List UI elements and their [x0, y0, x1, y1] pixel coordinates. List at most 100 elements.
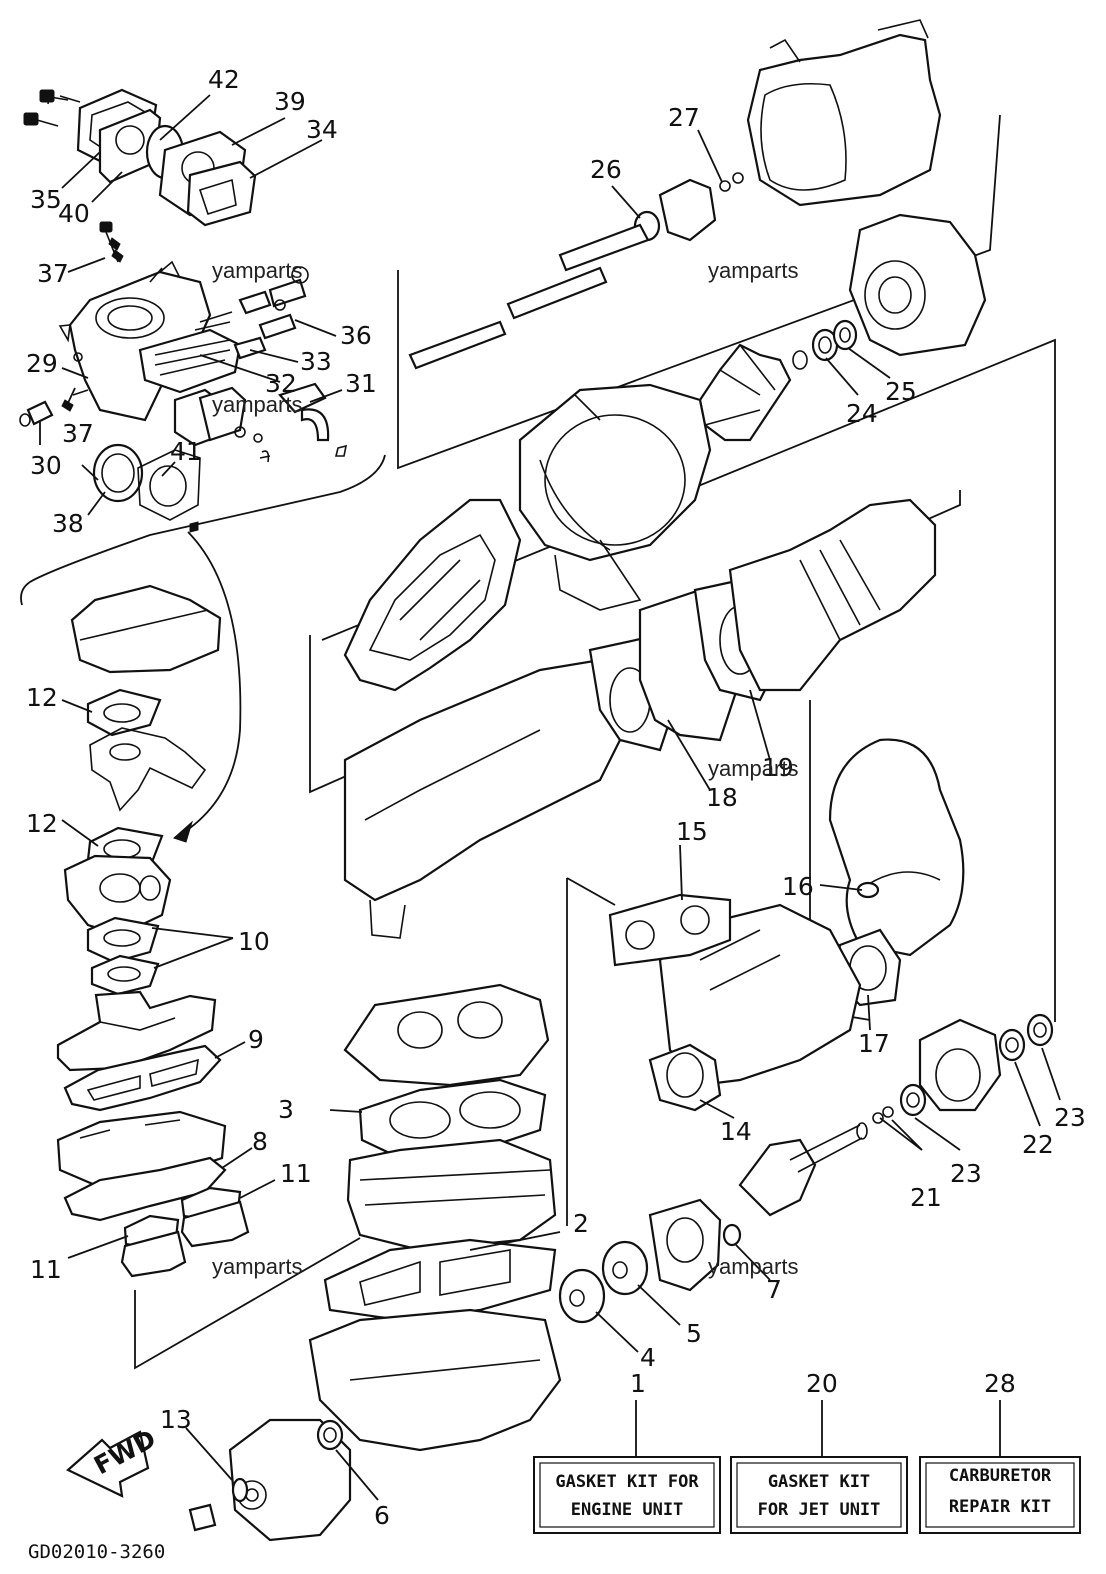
lower-left-frame: [134, 1237, 361, 1370]
flywheel-cover: [228, 1418, 352, 1542]
muffler: [343, 658, 622, 902]
callout-27: 27: [668, 103, 700, 132]
callout-4: 4: [640, 1343, 656, 1372]
callout-36: 36: [340, 321, 372, 350]
pump-housing: [518, 383, 712, 562]
watermark-4: yamparts: [708, 756, 798, 781]
callout-26: 26: [590, 155, 622, 184]
watermarks: yamparts yamparts yamparts yamparts yamp…: [212, 258, 798, 1279]
engine-kit-line2: ENGINE UNIT: [571, 1500, 684, 1520]
callout-20: 20: [806, 1369, 838, 1398]
driveshaft-right: [558, 223, 650, 272]
callout-42: 42: [208, 65, 240, 94]
engine-gasket-kit-box: GASKET KIT FOR ENGINE UNIT: [533, 1456, 721, 1534]
callout-7: 7: [766, 1275, 782, 1304]
watermark-1: yamparts: [212, 258, 302, 283]
manifold-gasket: [63, 1044, 222, 1112]
intermediate-shaft-coupler: [738, 1138, 817, 1217]
callout-10: 10: [238, 927, 270, 956]
bearing-housing-22: [918, 1018, 1002, 1112]
jet-kit-line2: FOR JET UNIT: [758, 1500, 881, 1520]
kit-boxes: GASKET KIT FOR ENGINE UNIT GASKET KIT FO…: [533, 1456, 1081, 1534]
callout-38: 38: [52, 509, 84, 538]
carburetor-leader-arrowhead: [173, 820, 193, 843]
jet-pump-group: [343, 383, 712, 692]
reed-valve-right: [180, 1200, 250, 1248]
callout-11-left: 11: [30, 1255, 62, 1284]
coupler-housing: [648, 1198, 722, 1292]
callout-5: 5: [686, 1319, 702, 1348]
callout-13: 13: [160, 1405, 192, 1434]
main-jet: [258, 313, 297, 340]
exhaust-elbow: [828, 738, 965, 957]
crankcase: [308, 1308, 562, 1452]
bolt-37-top: [99, 221, 124, 263]
intake-flange: [63, 854, 172, 937]
callout-11-right: 11: [280, 1159, 312, 1188]
diagram-code: GD02010-3260: [28, 1541, 165, 1563]
oil-seal-25: [832, 319, 858, 351]
watermark-6: yamparts: [708, 1254, 798, 1279]
callout-23-lower: 23: [950, 1159, 982, 1188]
intake-grate-housing: [343, 498, 522, 692]
callout-17: 17: [858, 1029, 890, 1058]
driveshaft-mid: [506, 266, 608, 320]
exhaust-manifold-gasket: [608, 893, 732, 967]
callout-19: 19: [762, 753, 794, 782]
engine-kit-line1: GASKET KIT FOR: [555, 1472, 699, 1492]
intake-group: [56, 584, 250, 1278]
callout-37-top: 37: [37, 259, 69, 288]
flame-arrester-cover: [70, 584, 222, 674]
callout-8: 8: [252, 1127, 268, 1156]
oil-seal-23-lower: [899, 1083, 927, 1117]
gasket-10-upper: [86, 916, 160, 964]
callout-3: 3: [278, 1095, 294, 1124]
screw-top-2: [23, 112, 59, 127]
callout-35: 35: [30, 185, 62, 214]
callout-1: 1: [630, 1369, 646, 1398]
callout-37-bottom: 37: [62, 419, 94, 448]
callout-40: 40: [58, 199, 90, 228]
callout-39: 39: [274, 87, 306, 116]
callout-33: 33: [300, 347, 332, 376]
pilot-screw: [233, 336, 267, 360]
reed-valve-gasket: [63, 1156, 227, 1222]
watermark-5: yamparts: [212, 1254, 302, 1279]
gasket-15-frame-left: [566, 877, 616, 906]
callout-12-lower: 12: [26, 809, 58, 838]
oil-seal-22: [998, 1028, 1026, 1062]
engine-group: [188, 983, 1054, 1542]
jet-gasket-kit-box: GASKET KIT FOR JET UNIT: [730, 1456, 908, 1534]
jet-driveshaft-group: [408, 19, 987, 442]
callout-41: 41: [170, 437, 202, 466]
callout-30: 30: [30, 451, 62, 480]
intake-manifold: [56, 990, 217, 1072]
coupling-4: [558, 1268, 606, 1324]
o-ring-7: [722, 1223, 742, 1247]
exhaust-group: [343, 498, 965, 1112]
carburetor-repair-kit-box: CARBURETOR REPAIR KIT: [919, 1456, 1081, 1534]
callout-numbers: 42 39 34 35 40 37 36 33 32 31 29 37 30 4…: [26, 65, 1086, 1530]
jet-nozzle-housing: [746, 33, 942, 207]
callout-12-upper: 12: [26, 683, 58, 712]
carb-kit-line1: CARBURETOR: [949, 1466, 1052, 1486]
callout-32: 32: [265, 369, 297, 398]
carburetor-leader-curve: [179, 531, 242, 836]
screw-top-1: [39, 89, 81, 105]
adjust-screw: [26, 400, 54, 426]
watermark-2: yamparts: [708, 258, 798, 283]
callout-16: 16: [782, 872, 814, 901]
callout-28: 28: [984, 1369, 1016, 1398]
callout-29: 29: [26, 349, 58, 378]
carburetor-float-chamber: [138, 328, 242, 394]
cylinder-head-gasket: [358, 1078, 547, 1160]
reed-valve-left: [120, 1230, 187, 1278]
intake-adapter: [89, 727, 207, 812]
cylinder-block: [346, 1138, 557, 1252]
carb-kit-line2: REPAIR KIT: [949, 1497, 1051, 1517]
callout-34: 34: [306, 115, 338, 144]
jet-shaft-frame: [397, 114, 1001, 470]
pump-gasket: [186, 160, 257, 227]
callout-22: 22: [1022, 1130, 1054, 1159]
callout-6: 6: [374, 1501, 390, 1530]
